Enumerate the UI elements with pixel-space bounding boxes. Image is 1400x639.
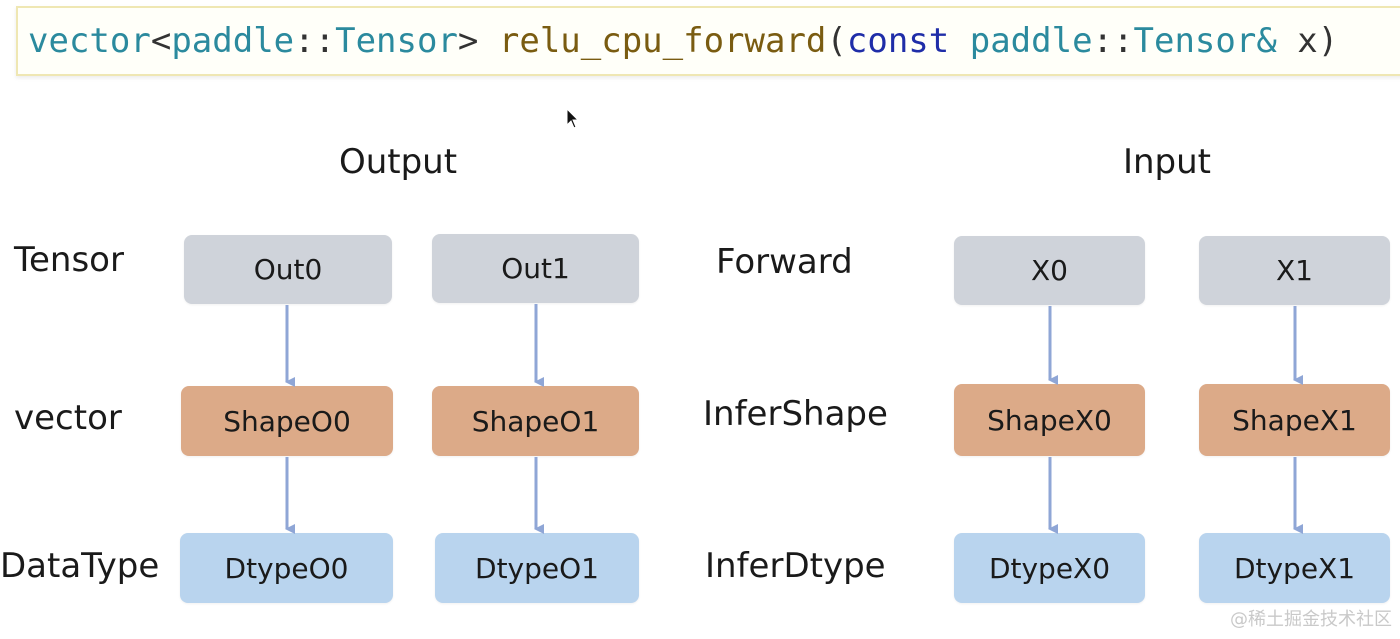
code-token: vector <box>28 21 151 61</box>
node-dtypex0: DtypeX0 <box>954 533 1145 603</box>
row-label-tensor: Tensor <box>14 240 124 280</box>
row-label-forward: Forward <box>716 242 853 282</box>
code-token: Tensor <box>335 21 458 61</box>
code-token: :: <box>294 21 336 61</box>
row-label-datatype: DataType <box>0 546 160 586</box>
node-shapex1: ShapeX1 <box>1199 384 1390 456</box>
code-token: const <box>846 21 950 61</box>
node-out0: Out0 <box>184 235 392 304</box>
row-label-inferdtype: InferDtype <box>705 546 886 586</box>
code-token: :: <box>1092 21 1134 61</box>
code-token: x) <box>1276 21 1339 61</box>
code-signature: vector<paddle::Tensor> relu_cpu_forward(… <box>16 6 1400 76</box>
node-x0: X0 <box>954 236 1145 305</box>
node-x1: X1 <box>1199 236 1390 305</box>
node-shapex0: ShapeX0 <box>954 384 1145 456</box>
code-token: & <box>1256 21 1277 61</box>
node-out1: Out1 <box>432 234 639 303</box>
node-dtypeo1: DtypeO1 <box>435 533 639 603</box>
code-token: Tensor <box>1133 21 1257 61</box>
node-shapeo1: ShapeO1 <box>432 386 639 456</box>
mouse-cursor-icon <box>566 108 580 129</box>
row-label-vector: vector <box>14 398 122 438</box>
code-token: ( <box>826 21 847 61</box>
row-label-infershape: InferShape <box>703 394 888 434</box>
code-token <box>949 21 969 61</box>
node-shapeo0: ShapeO0 <box>181 386 393 456</box>
code-token: paddle <box>171 21 295 61</box>
code-token: > <box>457 21 499 61</box>
output-heading: Output <box>338 142 458 182</box>
code-token: < <box>150 21 172 61</box>
node-dtypeo0: DtypeO0 <box>180 533 393 603</box>
code-token: paddle <box>969 21 1093 61</box>
node-dtypex1: DtypeX1 <box>1199 533 1390 603</box>
watermark: @稀土掘金技术社区 <box>1230 609 1392 630</box>
code-token: relu_cpu_forward <box>498 21 827 61</box>
input-heading: Input <box>1122 142 1212 182</box>
